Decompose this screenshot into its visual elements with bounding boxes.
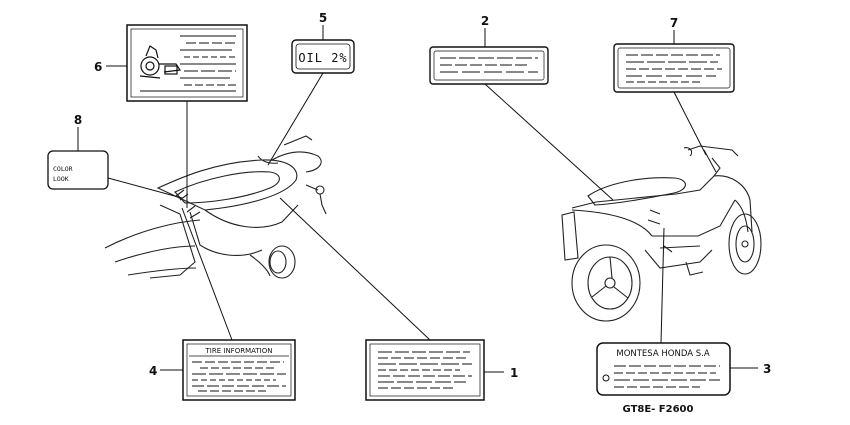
- left-scooter-drawing: [104, 135, 327, 279]
- callout-1: 1: [510, 366, 518, 380]
- label-7: [613, 43, 735, 93]
- callout-3: 3: [763, 362, 771, 376]
- label-2: [429, 46, 549, 85]
- callout-8: 8: [74, 113, 82, 127]
- label-1: [365, 339, 485, 401]
- label-3-text-lines: [614, 365, 720, 388]
- right-scooter-drawing: [561, 145, 762, 322]
- color-label-line2: LOOK: [53, 175, 69, 183]
- label-color: COLOR LOOK: [47, 150, 109, 190]
- callout-5: 5: [319, 11, 327, 25]
- label-illustrated: [126, 24, 248, 102]
- oil-label-text: OIL 2%: [298, 51, 347, 65]
- label-6-text-lines: [140, 35, 236, 92]
- label-7-text-lines: [626, 54, 722, 83]
- callout-numbers: 1 2 3 4 5 6 7 8: [74, 11, 772, 380]
- engine-illustration-icon: [139, 45, 182, 79]
- color-label-line1: COLOR: [53, 165, 73, 173]
- callout-2: 2: [481, 14, 489, 28]
- callout-4: 4: [149, 364, 157, 378]
- tire-label-title: TIRE INFORMATION: [205, 347, 273, 355]
- callout-6: 6: [94, 60, 102, 74]
- label-oil: OIL 2%: [291, 39, 355, 74]
- figure-code: GT8E- F2600: [623, 404, 694, 415]
- leader-lines: [107, 72, 707, 344]
- callout-7: 7: [670, 16, 678, 30]
- label-2-text-lines: [440, 57, 538, 73]
- label-montesa-honda: MONTESA HONDA S.A: [596, 342, 731, 396]
- montesa-label-title: MONTESA HONDA S.A: [616, 349, 709, 359]
- label-4-text-lines: [192, 361, 286, 392]
- label-1-text-lines: [378, 351, 472, 389]
- label-tire-information: TIRE INFORMATION: [182, 339, 296, 401]
